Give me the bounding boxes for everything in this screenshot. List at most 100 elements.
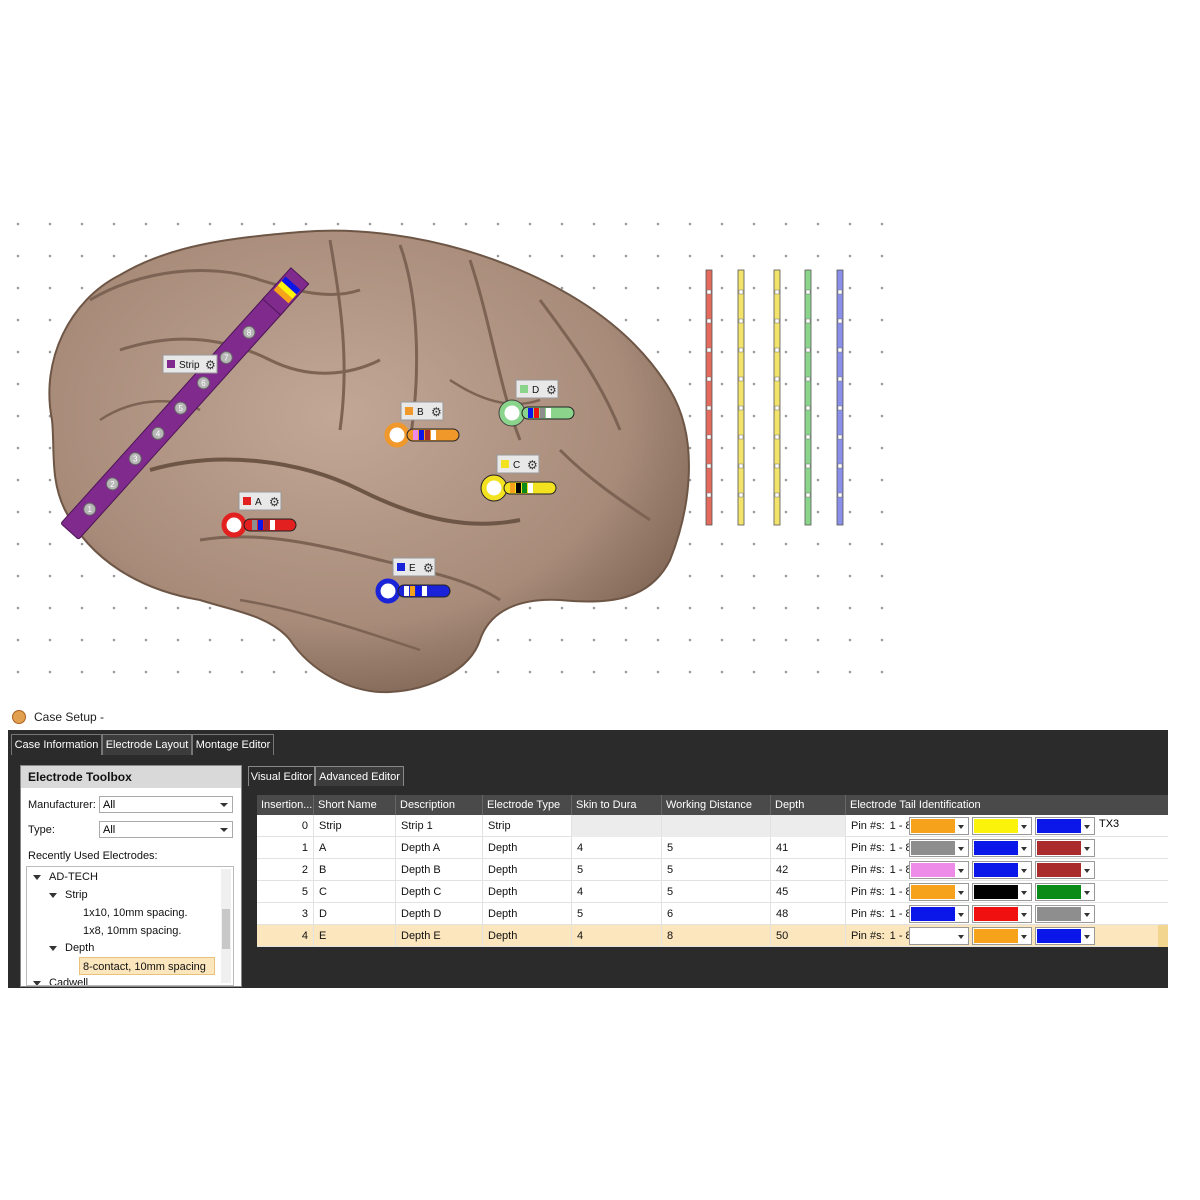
electrode-label-c[interactable]: C⚙ [496,454,540,474]
electrode-label-b[interactable]: B⚙ [400,401,444,421]
col-short-name[interactable]: Short Name [314,795,396,815]
cell-desc[interactable]: Depth C [396,881,483,903]
tree-item-ad-tech[interactable]: AD-TECH [33,871,98,883]
color-dropdown[interactable] [972,817,1032,835]
depth-electrode-b[interactable] [384,422,460,448]
cell-short[interactable]: B [314,859,396,881]
tree-item-strip[interactable]: Strip [49,889,88,901]
cell-type[interactable]: Strip [483,815,572,837]
tree-scrollbar[interactable] [221,869,231,983]
color-dropdown[interactable] [909,927,969,945]
color-dropdown[interactable] [909,905,969,923]
electrode-rod[interactable] [705,269,713,526]
tab-electrode-layout[interactable]: Electrode Layout [102,734,192,755]
color-dropdown[interactable] [972,839,1032,857]
gear-icon[interactable]: ⚙ [423,561,434,575]
cell-skin[interactable] [572,815,662,837]
cell-desc[interactable]: Depth D [396,903,483,925]
color-dropdown[interactable] [1035,817,1095,835]
cell-skin[interactable]: 5 [572,859,662,881]
cell-short[interactable]: D [314,903,396,925]
cell-depth[interactable]: 41 [771,837,846,859]
tree-item-strip-1x8[interactable]: 1x8, 10mm spacing. [83,925,182,937]
color-dropdown[interactable] [972,883,1032,901]
col-tail-identification[interactable]: Electrode Tail Identification [850,799,981,811]
electrode-label-strip[interactable]: Strip⚙ [162,354,218,374]
color-dropdown[interactable] [909,861,969,879]
color-dropdown[interactable] [972,861,1032,879]
gear-icon[interactable]: ⚙ [527,458,538,472]
color-dropdown[interactable] [1035,905,1095,923]
cell-skin[interactable]: 4 [572,925,662,947]
cell-work[interactable]: 5 [662,859,771,881]
electrode-rod[interactable] [804,269,812,526]
tab-visual-editor[interactable]: Visual Editor [248,766,315,786]
cell-insertion[interactable]: 3 [257,903,314,925]
electrode-rod[interactable] [773,269,781,526]
color-dropdown[interactable] [1035,861,1095,879]
tree-item-strip-1x10[interactable]: 1x10, 10mm spacing. [83,907,188,919]
electrode-label-a[interactable]: A⚙ [238,491,282,511]
depth-electrode-e[interactable] [375,578,451,604]
manufacturer-select[interactable]: All [99,796,233,813]
cell-skin[interactable]: 4 [572,881,662,903]
cell-insertion[interactable]: 1 [257,837,314,859]
tree-item-cadwell[interactable]: Cadwell [33,977,88,985]
gear-icon[interactable]: ⚙ [546,383,557,397]
cell-work[interactable]: 5 [662,881,771,903]
cell-depth[interactable] [771,815,846,837]
gear-icon[interactable]: ⚙ [431,405,442,419]
electrode-rod[interactable] [737,269,745,526]
cell-type[interactable]: Depth [483,837,572,859]
cell-skin[interactable]: 4 [572,837,662,859]
tab-case-information[interactable]: Case Information [11,734,102,755]
gear-icon[interactable]: ⚙ [269,495,280,509]
cell-depth[interactable]: 45 [771,881,846,903]
electrode-label-d[interactable]: D⚙ [515,379,559,399]
color-dropdown[interactable] [909,839,969,857]
cell-type[interactable]: Depth [483,925,572,947]
col-depth[interactable]: Depth [771,795,846,815]
cell-type[interactable]: Depth [483,881,572,903]
electrode-label-e[interactable]: E⚙ [392,557,436,577]
cell-desc[interactable]: Depth A [396,837,483,859]
cell-short[interactable]: E [314,925,396,947]
depth-electrode-c[interactable] [480,474,557,502]
cell-work[interactable]: 6 [662,903,771,925]
cell-desc[interactable]: Depth B [396,859,483,881]
cell-depth[interactable]: 50 [771,925,846,947]
tree-item-depth[interactable]: Depth [49,942,94,954]
tab-montage-editor[interactable]: Montage Editor [192,734,274,755]
cell-work[interactable] [662,815,771,837]
color-dropdown[interactable] [972,905,1032,923]
col-electrode-type[interactable]: Electrode Type [483,795,572,815]
cell-insertion[interactable]: 5 [257,881,314,903]
cell-type[interactable]: Depth [483,859,572,881]
depth-electrode-a[interactable] [221,512,297,538]
cell-work[interactable]: 8 [662,925,771,947]
cell-depth[interactable]: 42 [771,859,846,881]
tree-item-depth-8-contact[interactable]: 8-contact, 10mm spacing [79,957,215,975]
col-insertion[interactable]: Insertion... [257,795,314,815]
scrollbar-thumb[interactable] [222,909,230,949]
cell-depth[interactable]: 48 [771,903,846,925]
col-working-distance[interactable]: Working Distance [662,795,771,815]
color-dropdown[interactable] [972,927,1032,945]
electrode-rod[interactable] [836,269,844,526]
gear-icon[interactable]: ⚙ [205,358,216,372]
cell-skin[interactable]: 5 [572,903,662,925]
tab-advanced-editor[interactable]: Advanced Editor [315,766,404,786]
cell-short[interactable]: Strip [314,815,396,837]
cell-desc[interactable]: Depth E [396,925,483,947]
color-dropdown[interactable] [909,883,969,901]
cell-desc[interactable]: Strip 1 [396,815,483,837]
col-skin-to-dura[interactable]: Skin to Dura [572,795,662,815]
cell-short[interactable]: C [314,881,396,903]
